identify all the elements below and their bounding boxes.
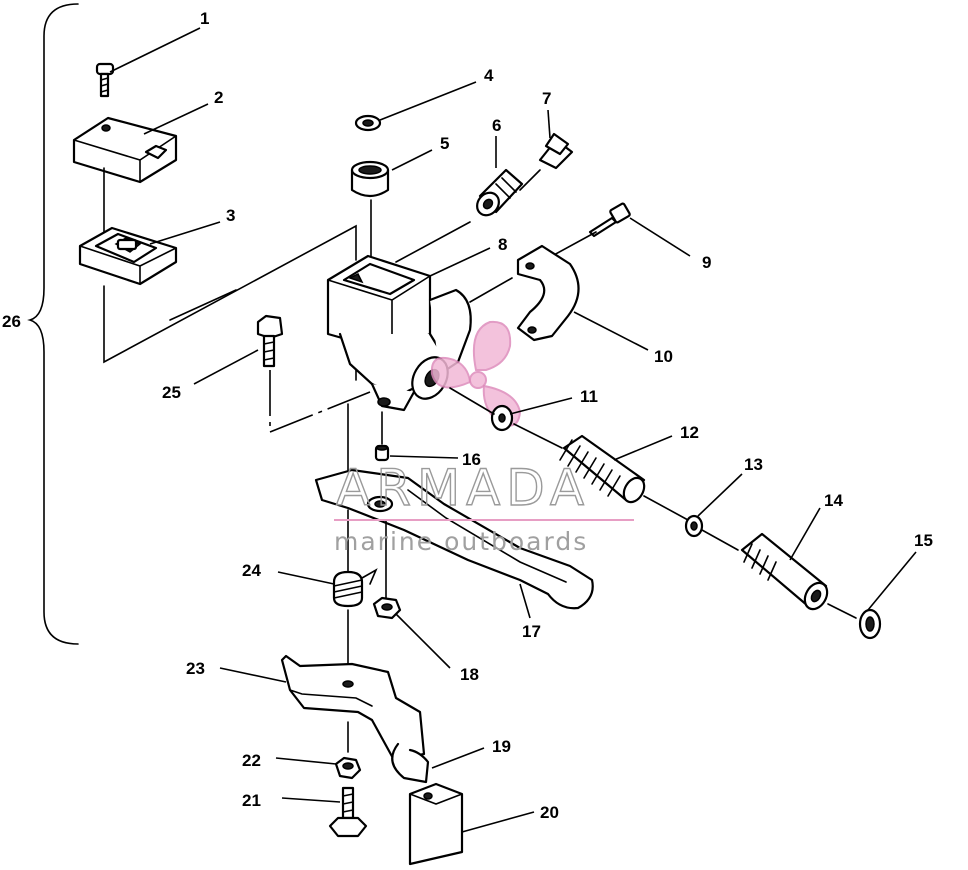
callout-6: 6 (492, 116, 501, 135)
part-22-nut (334, 756, 362, 780)
watermark-tagline: marine outboards (334, 527, 588, 556)
callout-25: 25 (162, 383, 181, 402)
callout-18: 18 (460, 665, 479, 684)
part-7-boot (538, 132, 574, 170)
callout-9: 9 (702, 253, 711, 272)
callout-21: 21 (242, 791, 261, 810)
callout-22: 22 (242, 751, 261, 770)
callout-19: 19 (492, 737, 511, 756)
callout-1: 1 (200, 9, 209, 28)
callout-11: 11 (580, 387, 598, 406)
part-3-diaphragm (78, 226, 178, 286)
callout-14: 14 (824, 491, 843, 510)
callout-24: 24 (242, 561, 261, 580)
part-12-spring (559, 434, 646, 504)
part-25-bolt (256, 314, 284, 368)
callout-3: 3 (226, 206, 235, 225)
part-16-bushing (374, 444, 390, 462)
callout-16: 16 (462, 450, 481, 469)
callout-8: 8 (498, 235, 507, 254)
part-21-bolt (328, 786, 368, 838)
callout-5: 5 (440, 134, 449, 153)
cover-link-lines (103, 167, 357, 364)
part-19-clip (391, 742, 430, 784)
part-2-cover (72, 116, 178, 184)
part-18-nut (372, 596, 402, 620)
assembly-bracket (27, 3, 79, 645)
callout-4: 4 (484, 66, 494, 85)
part-9-bolt (588, 202, 631, 238)
callout-7: 7 (542, 89, 551, 108)
callout-23: 23 (186, 659, 205, 678)
part-17-lever (314, 468, 594, 610)
callout-2: 2 (214, 88, 223, 107)
part-20-switch (408, 782, 464, 866)
part-24-spring (332, 568, 378, 608)
callout-17: 17 (522, 622, 541, 641)
callout-26: 26 (2, 312, 21, 331)
callout-15: 15 (914, 531, 933, 550)
part-6-fitting (476, 168, 524, 217)
part-14-piston (740, 532, 829, 611)
part-1-screw (95, 62, 115, 98)
callout-12: 12 (680, 423, 699, 442)
part-10-clamp (516, 244, 580, 342)
callout-10: 10 (654, 347, 673, 366)
watermark: ARMADA marine outboards (334, 458, 634, 556)
callout-20: 20 (540, 803, 559, 822)
watermark-brand: ARMADA (336, 459, 590, 517)
part-23-bracket (280, 654, 426, 762)
callout-13: 13 (744, 455, 763, 474)
part-5-cap (350, 160, 390, 198)
